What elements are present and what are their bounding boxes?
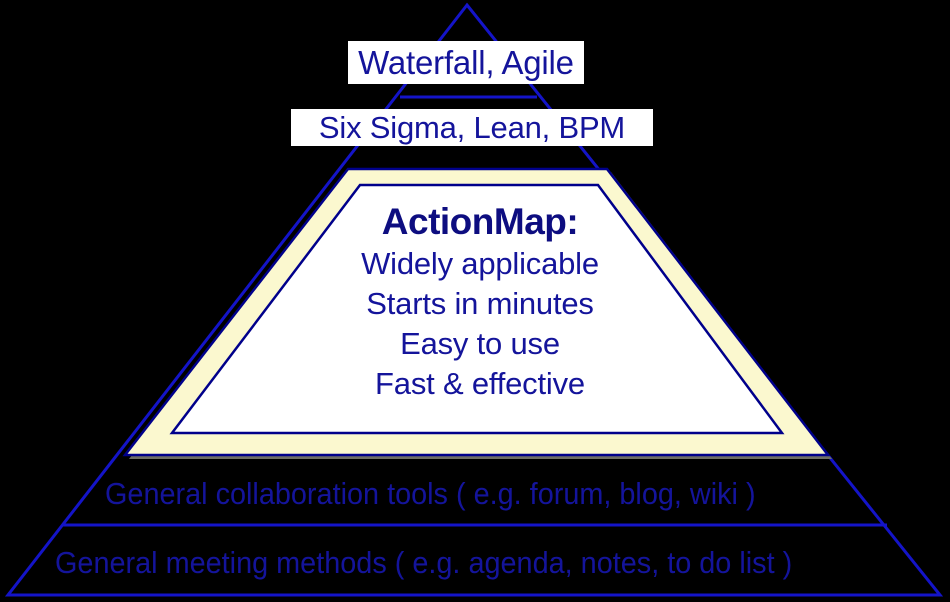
actionmap-bullet-fast-effective: Fast & effective [375,366,585,401]
actionmap-panel-content: ActionMap: Widely applicable Starts in m… [215,200,745,404]
base-band-collaboration-tools: General collaboration tools ( e.g. forum… [105,476,756,511]
actionmap-title: ActionMap: [381,201,579,242]
actionmap-bullet-widely-applicable: Widely applicable [361,246,599,281]
base-band-meeting-methods: General meeting methods ( e.g. agenda, n… [55,545,793,580]
actionmap-bullet-easy-to-use: Easy to use [400,326,560,361]
tier-label-waterfall-agile: Waterfall, Agile [348,41,584,84]
actionmap-bullet-starts-in-minutes: Starts in minutes [366,286,594,321]
actionmap-inner-panel [169,183,785,435]
tier-label-six-sigma-lean-bpm: Six Sigma, Lean, BPM [291,109,653,146]
